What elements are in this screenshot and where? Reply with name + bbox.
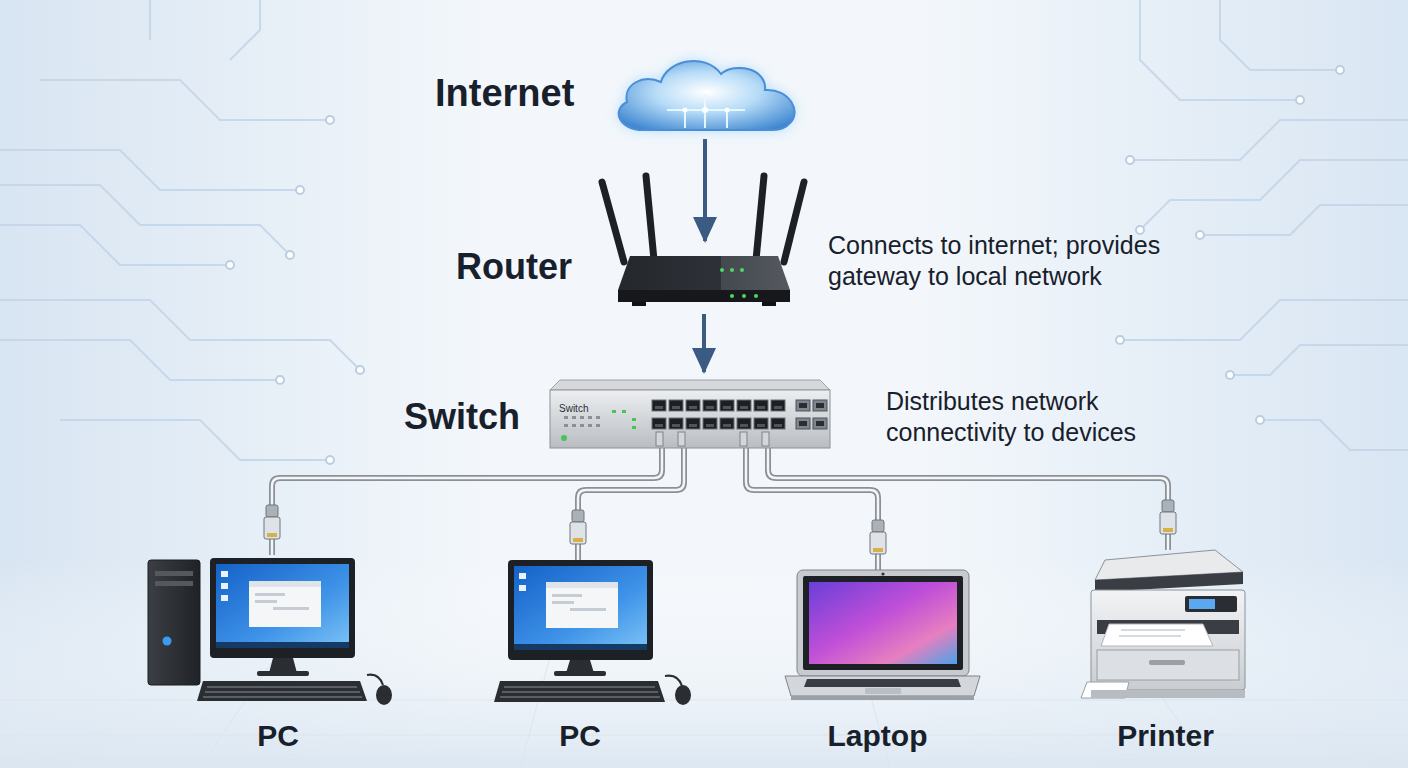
- plug-contacts: [1163, 528, 1173, 532]
- laptop-illustration: [785, 570, 980, 705]
- plug-contacts: [873, 548, 883, 552]
- device-label: Switch: [559, 403, 588, 414]
- rj45-plug: [264, 517, 280, 539]
- plug-boot: [872, 520, 884, 532]
- printer-illustration: [1085, 550, 1250, 705]
- cable-outer: [578, 448, 684, 560]
- flow-arrow: [705, 139, 706, 241]
- cable-inner: [768, 448, 1168, 550]
- rj45-plug: [870, 532, 886, 554]
- flow-arrow: [704, 314, 705, 372]
- node-description: Distributes network connectivity to devi…: [886, 386, 1216, 449]
- node-title: Laptop: [780, 717, 975, 755]
- device-node: Laptop: [785, 570, 980, 705]
- cloud-illustration: [605, 52, 805, 132]
- switch-illustration: [550, 380, 830, 448]
- network-cable: [768, 448, 1176, 550]
- cable-inner: [578, 448, 684, 560]
- desktop-pc-illustration: [490, 560, 700, 705]
- network-cable: [264, 448, 662, 555]
- arrow-shaft: [703, 139, 707, 241]
- cable-outer: [272, 448, 662, 555]
- device-node: PC: [145, 555, 395, 705]
- plug-contacts: [573, 538, 583, 542]
- switch-node: SwitchDistributes network connectivity t…: [550, 380, 830, 448]
- node-title: PC: [475, 717, 685, 755]
- desktop-pc-illustration: [145, 555, 395, 705]
- node-title: Printer: [1083, 717, 1248, 755]
- node-title: PC: [153, 717, 403, 755]
- node-title: Internet: [435, 70, 603, 118]
- plug-boot: [1162, 500, 1174, 512]
- circuit-traces: [0, 0, 1408, 460]
- node-description: Connects to internet; provides gateway t…: [828, 230, 1220, 293]
- router-node: RouterConnects to internet; provides gat…: [618, 248, 790, 306]
- rj45-plug: [1160, 512, 1176, 534]
- cable-outer: [768, 448, 1168, 550]
- node-title: Router: [456, 244, 606, 289]
- plug-boot: [572, 510, 584, 522]
- rj45-plug: [570, 522, 586, 544]
- device-node: Printer: [1085, 550, 1250, 705]
- plug-contacts: [267, 533, 277, 537]
- node-title: Switch: [404, 394, 544, 439]
- device-node: PC: [490, 560, 700, 705]
- arrow-shaft: [702, 314, 706, 372]
- plug-boot: [266, 505, 278, 517]
- cable-inner: [272, 448, 662, 555]
- cloud-node: Internet: [605, 52, 805, 132]
- router-illustration: [618, 248, 790, 306]
- network-cable: [570, 448, 684, 560]
